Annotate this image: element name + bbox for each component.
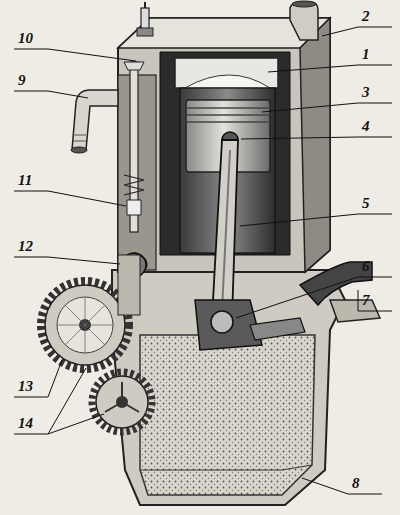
crankshaft [250,318,305,340]
timing-gear [41,281,129,369]
callout-number: 13 [18,378,33,395]
callout-number: 9 [18,72,26,89]
callout-number: 5 [362,195,370,212]
connecting-rod [212,140,238,318]
callout-number: 10 [18,30,33,47]
callout-number: 3 [362,84,370,101]
exhaust-pipe [290,2,318,40]
mounting-arm [300,262,372,305]
crank-pin [211,311,233,333]
callout-number: 2 [362,8,370,25]
callout-number: 14 [18,415,33,432]
intake-pipe [72,90,118,150]
callout-number: 1 [362,46,370,63]
callout-number: 8 [352,475,360,492]
spark-plug [141,8,149,30]
valve-spring [124,175,144,195]
tappet [127,200,141,215]
callout-number: 4 [362,118,370,135]
callout-number: 6 [362,258,370,275]
cylinder-head [175,58,278,88]
crank-gear [92,372,152,432]
cam-gear-hub [118,255,140,315]
callout-number: 12 [18,238,33,255]
callout-number: 7 [362,292,370,309]
leader-lines [14,27,392,494]
callout-number: 11 [18,172,32,189]
oil-sump [140,335,315,495]
